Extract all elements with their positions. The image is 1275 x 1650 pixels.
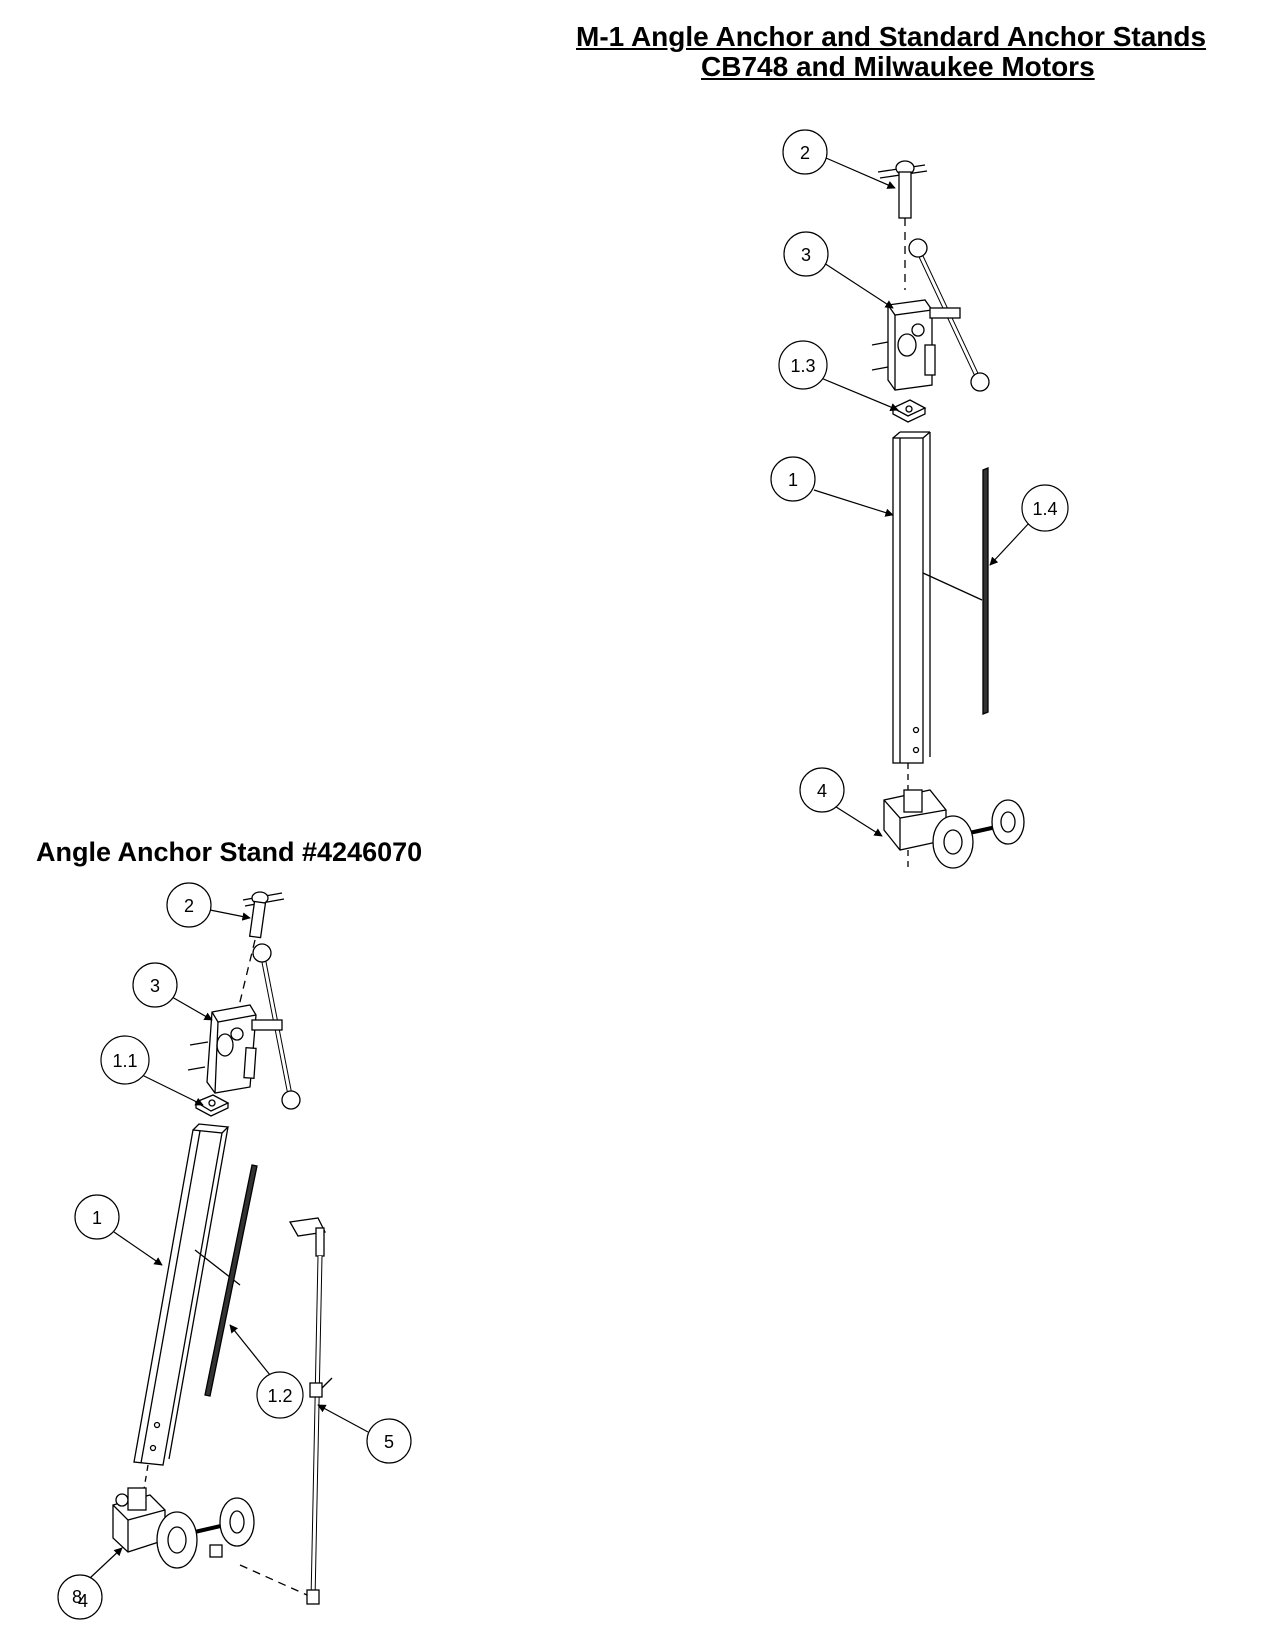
standard-callouts: 2 3 1.3 1 1.4 4 bbox=[770, 129, 1069, 837]
standard-callout-2: 2 bbox=[782, 129, 896, 189]
document-title-line2: CB748 and Milwaukee Motors bbox=[701, 51, 1095, 82]
angle-callout-4b-label: 4 bbox=[78, 1591, 88, 1611]
angle-callout-1: 1 bbox=[74, 1194, 163, 1266]
angle-callout-2: 2 bbox=[166, 882, 251, 928]
angle-callout-5-label: 5 bbox=[384, 1432, 394, 1452]
angle-part-1-1-plate bbox=[194, 1094, 230, 1117]
part-1-3-plate bbox=[891, 399, 927, 423]
angle-part-5-brace bbox=[239, 1217, 333, 1605]
angle-callout-1-2: 1.2 bbox=[229, 1324, 304, 1419]
angle-part-1-column bbox=[133, 1123, 241, 1466]
angle-callout-1-2-label: 1.2 bbox=[267, 1386, 292, 1406]
angle-callout-3-label: 3 bbox=[150, 976, 160, 996]
angle-callouts: 2 3 1.1 1 1.2 5 8 bbox=[57, 882, 412, 1620]
standard-callout-4-label: 4 bbox=[817, 781, 827, 801]
part-1-4-rack bbox=[982, 467, 989, 715]
standard-callout-1-3-label: 1.3 bbox=[790, 356, 815, 376]
standard-callout-1-4-label: 1.4 bbox=[1032, 499, 1057, 519]
standard-callout-1: 1 bbox=[770, 456, 894, 517]
angle-callout-1-1: 1.1 bbox=[100, 1035, 204, 1106]
angle-stand-title: Angle Anchor Stand #4246070 bbox=[36, 837, 423, 867]
standard-callout-3: 3 bbox=[783, 231, 894, 309]
standard-callout-1-4: 1.4 bbox=[989, 484, 1069, 566]
angle-callout-4: 8 4 bbox=[57, 1547, 123, 1620]
angle-callout-3: 3 bbox=[132, 962, 213, 1021]
standard-callout-4: 4 bbox=[799, 767, 883, 837]
standard-callout-1-label: 1 bbox=[788, 470, 798, 490]
angle-callout-1-1-label: 1.1 bbox=[112, 1051, 137, 1071]
angle-callout-4a-label: 8 bbox=[72, 1587, 82, 1607]
angle-callout-1-label: 1 bbox=[92, 1208, 102, 1228]
part-2-t-handle bbox=[877, 160, 928, 290]
angle-part-3-carriage bbox=[187, 943, 301, 1110]
part-3-carriage bbox=[871, 238, 990, 392]
part-1-column bbox=[892, 431, 983, 764]
standard-stand-assembly bbox=[871, 160, 1025, 870]
standard-callout-3-label: 3 bbox=[801, 245, 811, 265]
angle-callout-2-label: 2 bbox=[184, 896, 194, 916]
angle-part-1-2-rack bbox=[204, 1164, 258, 1397]
standard-callout-2-label: 2 bbox=[800, 143, 810, 163]
angle-callout-5: 5 bbox=[317, 1404, 412, 1464]
angle-stand-assembly bbox=[112, 891, 333, 1605]
angle-part-4-base bbox=[112, 1464, 255, 1569]
document-title-line1: M-1 Angle Anchor and Standard Anchor Sta… bbox=[576, 21, 1207, 52]
angle-part-2-t-handle bbox=[237, 891, 285, 1011]
part-4-base bbox=[883, 763, 1025, 870]
standard-callout-1-3: 1.3 bbox=[778, 340, 899, 411]
